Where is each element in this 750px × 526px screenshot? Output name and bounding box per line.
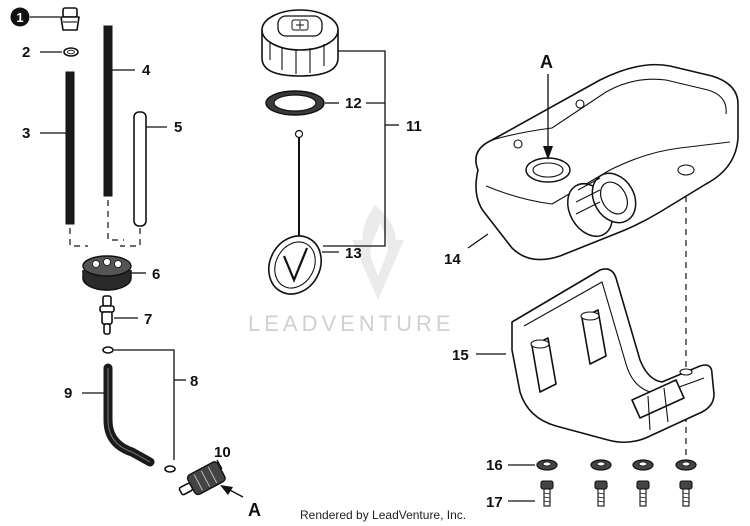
- part-9-bent-fuel-line: [103, 363, 155, 467]
- part-4-fuel-line: [103, 25, 113, 197]
- callout-9: 9: [64, 385, 72, 402]
- callout-7: 7: [144, 311, 152, 328]
- callout-badge-1: 1: [10, 7, 30, 27]
- part-5-vent-tube: [133, 111, 147, 227]
- bolt: [679, 480, 693, 507]
- callout-10: 10: [214, 444, 231, 461]
- callout-17: 17: [486, 494, 503, 511]
- callout-5: 5: [174, 119, 182, 136]
- callout-6: 6: [152, 266, 160, 283]
- callout-12: 12: [345, 95, 362, 112]
- part-8-o-ring-upper: [102, 346, 114, 354]
- bolt: [540, 480, 554, 507]
- part-12-cap-gasket: [265, 90, 325, 116]
- leadventure-watermark-logo: [352, 205, 404, 300]
- callout-2: 2: [22, 44, 30, 61]
- part-14-fuel-tank: [475, 63, 739, 261]
- part-17-bolts: [540, 480, 693, 507]
- washer: [536, 459, 558, 471]
- leader-line-8: [114, 349, 175, 460]
- washer: [632, 459, 654, 471]
- part-7-fitting: [99, 295, 115, 335]
- svg-text:1: 1: [16, 10, 23, 25]
- callout-4: 4: [142, 62, 151, 79]
- callout-11: 11: [406, 118, 422, 135]
- washer: [675, 459, 697, 471]
- dashed-connector-5-6: [120, 228, 141, 247]
- part-11-fuel-cap: [261, 9, 339, 77]
- dashed-connector-4-6: [107, 200, 124, 241]
- reference-letter-top: A: [540, 52, 553, 72]
- render-credit: Rendered by LeadVenture, Inc.: [300, 508, 467, 522]
- part-10-fuel-filter: [178, 461, 226, 496]
- part-3-fuel-line: [65, 71, 75, 225]
- watermark-text: LEADVENTURE: [248, 311, 455, 336]
- tank-outlet-spout: [566, 172, 637, 237]
- part-15-tank-bracket: [511, 268, 715, 444]
- callout-15: 15: [452, 347, 469, 364]
- callout-14: 14: [444, 251, 461, 268]
- part-13-cap-tether: [268, 129, 322, 295]
- callout-3: 3: [22, 125, 30, 142]
- bolt: [636, 480, 650, 507]
- reference-letter-bottom: A: [248, 500, 261, 520]
- part-16-washers: [536, 459, 697, 471]
- callout-16: 16: [486, 457, 503, 474]
- dashed-connector-3-6: [69, 228, 88, 247]
- leader-line-10: [216, 459, 223, 470]
- part-1-fuel-plug: [60, 7, 80, 31]
- callout-13: 13: [345, 245, 362, 262]
- reference-arrow-bottom: [220, 485, 244, 498]
- bolt: [594, 480, 608, 507]
- part-8-o-ring-lower: [164, 465, 176, 473]
- callout-8: 8: [190, 373, 198, 390]
- part-6-grommet: [82, 255, 132, 291]
- leader-bracket-11: [323, 50, 386, 247]
- washer: [590, 459, 612, 471]
- leader-line-14: [467, 233, 489, 249]
- reference-arrow-top: [543, 74, 553, 160]
